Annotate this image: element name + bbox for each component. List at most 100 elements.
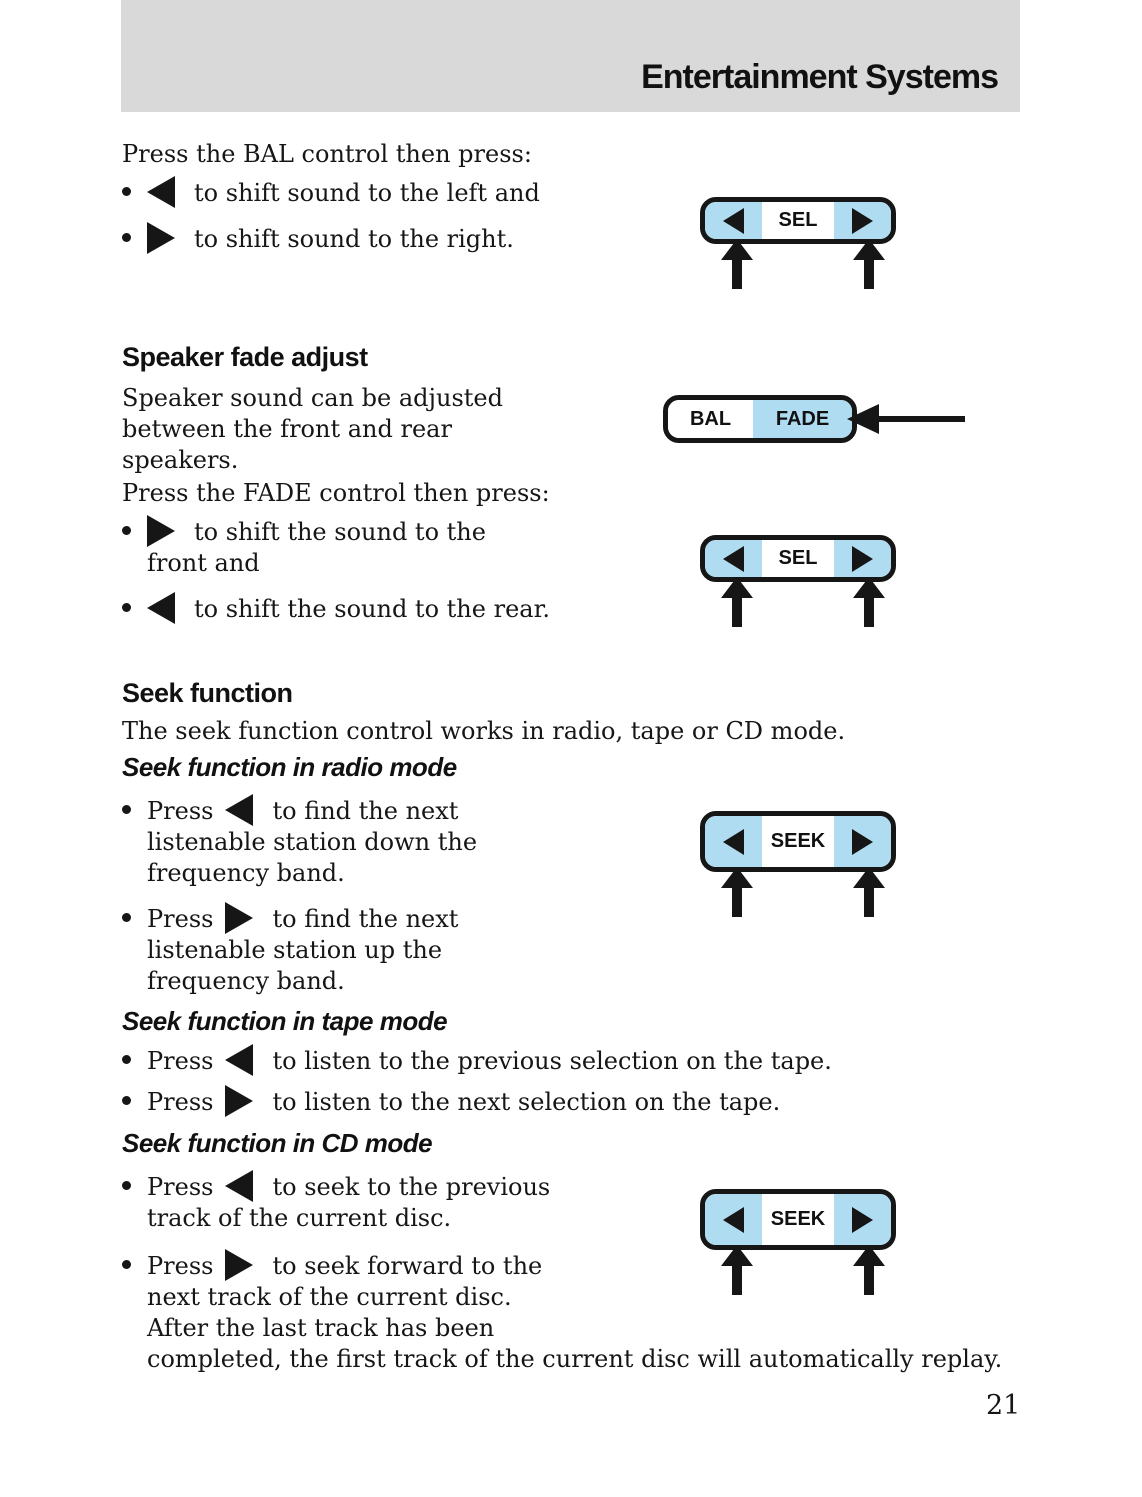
bullet-dot <box>122 902 147 922</box>
seek-radio-heading: Seek function in radio mode <box>122 752 457 782</box>
seek-cd-heading: Seek function in CD mode <box>122 1128 433 1158</box>
list-item-text: to shift the sound to the front and <box>147 518 486 577</box>
intro-paragraph: Press the BAL control then press: <box>122 140 532 168</box>
left-triangle-icon <box>723 1206 744 1233</box>
bullet-dot <box>122 222 147 242</box>
bullet-dot <box>122 515 147 535</box>
list-item-text: to seek to the previous track of the cur… <box>147 1173 551 1232</box>
right-triangle-icon <box>852 207 873 234</box>
bullet-dot <box>122 1249 147 1269</box>
seek-tape-heading: Seek function in tape mode <box>122 1006 448 1036</box>
list-item-prefix: Press <box>147 797 214 825</box>
left-triangle-icon <box>225 1170 254 1202</box>
right-triangle-icon <box>852 1206 873 1233</box>
seek-left-button <box>705 816 762 867</box>
list-item: to shift sound to the left and <box>122 176 682 209</box>
list-item-text: to shift sound to the left and <box>194 179 540 207</box>
seek-function-body: The seek function control works in radio… <box>122 717 846 745</box>
left-triangle-icon <box>225 1044 254 1076</box>
list-item-text: to shift the sound to the rear. <box>194 595 551 623</box>
seek-tape-list: Press to listen to the previous selection… <box>122 1044 1042 1131</box>
list-item-text: to listen to the next selection on the t… <box>272 1088 781 1116</box>
sel-label: SEL <box>778 209 818 231</box>
list-item-text: to find the next listenable station down… <box>147 797 478 887</box>
right-triangle-icon <box>147 222 175 254</box>
list-item: Press to listen to the next selection on … <box>122 1085 1042 1118</box>
sel-control-illustration: SEL <box>700 197 896 300</box>
page-title: Entertainment Systems <box>641 58 999 96</box>
seek-control-illustration: SEEK <box>700 811 896 928</box>
up-arrow-icon <box>721 1245 753 1295</box>
sel-left-button <box>705 202 762 239</box>
bullet-dot <box>122 1170 147 1190</box>
list-item-prefix: Press <box>147 1088 214 1116</box>
fade-press-line: Press the FADE control then press: <box>122 479 550 507</box>
seek-left-button <box>705 1194 762 1245</box>
page-number: 21 <box>986 1390 1021 1421</box>
list-item: to shift the sound to the front and <box>122 515 682 579</box>
balance-list: to shift sound to the left and to shift … <box>122 176 682 268</box>
seek-function-heading: Seek function <box>122 678 293 708</box>
fade-list: to shift the sound to the front and to s… <box>122 515 682 638</box>
list-item-prefix: Press <box>147 1252 214 1280</box>
list-item: Press to listen to the previous selection… <box>122 1044 1042 1077</box>
left-triangle-icon <box>147 176 175 208</box>
bullet-dot <box>122 176 147 196</box>
bullet-dot <box>122 1085 147 1105</box>
left-triangle-icon <box>225 794 254 826</box>
list-item-text: to seek forward to the next track of the… <box>147 1252 1003 1373</box>
fade-label: FADE <box>775 407 830 430</box>
up-arrow-icon <box>853 867 885 917</box>
sel-left-button <box>705 540 762 577</box>
right-triangle-icon <box>225 1249 254 1281</box>
left-triangle-icon <box>147 592 175 624</box>
left-triangle-icon <box>723 545 744 572</box>
up-arrow-icon <box>721 867 753 917</box>
pointer-arrow-icon <box>847 404 965 434</box>
list-item-text: to shift sound to the right. <box>194 225 514 253</box>
fade-button: FADE <box>753 400 852 438</box>
header-band: Entertainment Systems <box>121 0 1020 112</box>
list-item-prefix: Press <box>147 1047 214 1075</box>
sel-label: SEL <box>778 547 818 569</box>
left-triangle-icon <box>723 828 744 855</box>
up-arrow-icon <box>853 239 885 289</box>
sel-right-button <box>834 202 891 239</box>
right-triangle-icon <box>852 828 873 855</box>
right-triangle-icon <box>852 545 873 572</box>
bullet-dot <box>122 794 147 814</box>
bullet-dot <box>122 1044 147 1064</box>
list-item-text: to find the next listenable station up t… <box>147 905 459 995</box>
sel-right-button <box>834 540 891 577</box>
up-arrow-icon <box>853 577 885 627</box>
sel-control-illustration: SEL <box>700 535 896 638</box>
seek-right-button <box>834 816 891 867</box>
up-arrow-icon <box>853 1245 885 1295</box>
seek-label: SEEK <box>770 1208 826 1230</box>
list-item-prefix: Press <box>147 1173 214 1201</box>
seek-control-illustration: SEEK <box>700 1189 896 1306</box>
seek-label: SEEK <box>770 830 826 852</box>
right-triangle-icon <box>225 902 254 934</box>
list-item-prefix: Press <box>147 905 214 933</box>
speaker-fade-body: Speaker sound can be adjusted between th… <box>122 384 503 474</box>
bullet-dot <box>122 592 147 612</box>
bal-fade-control-illustration: BAL FADE <box>663 395 973 443</box>
list-item-text: to listen to the previous selection on t… <box>272 1047 832 1075</box>
left-triangle-icon <box>723 207 744 234</box>
list-item: to shift sound to the right. <box>122 222 682 255</box>
up-arrow-icon <box>721 239 753 289</box>
up-arrow-icon <box>721 577 753 627</box>
list-item: to shift the sound to the rear. <box>122 592 682 625</box>
bal-button: BAL <box>668 400 753 438</box>
bal-label: BAL <box>689 407 732 430</box>
seek-right-button <box>834 1194 891 1245</box>
right-triangle-icon <box>225 1085 254 1117</box>
